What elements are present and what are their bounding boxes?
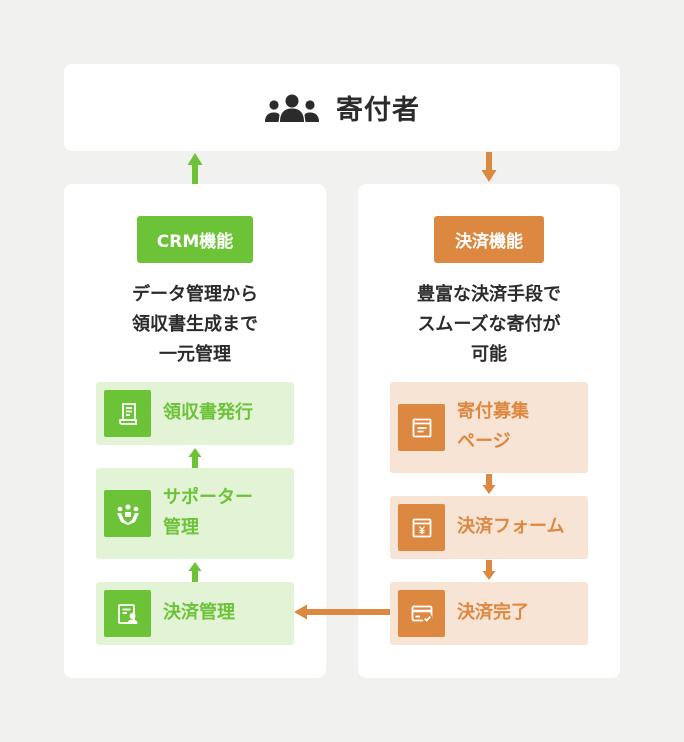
arrow-left-to-crm (294, 604, 390, 620)
crm-desc-line: データ管理から (132, 284, 258, 305)
donation-page-item: 寄付募集 ページ (390, 382, 588, 473)
arrow-up-small (188, 562, 202, 582)
payment-complete-label: 決済完了 (457, 602, 529, 623)
arrow-down-small (482, 560, 496, 580)
receipt-icon (104, 390, 151, 437)
crm-badge: CRM機能 (137, 216, 253, 263)
supporter-management-label-2: 管理 (163, 517, 199, 538)
payment-desc-line: 可能 (471, 344, 507, 365)
payment-management-label: 決済管理 (163, 602, 235, 623)
supporter-management-label-1: サポーター (163, 487, 253, 508)
payment-desc-line: スムーズな寄付が (417, 314, 561, 335)
payment-card: 決済機能 豊富な決済手段で スムーズな寄付が 可能 寄付募集 ページ 決済フォー (358, 184, 620, 678)
payment-form-item: 決済フォーム (390, 496, 588, 559)
crm-description: データ管理から 領収書生成まで 一元管理 (64, 280, 326, 370)
arrow-up-to-donor (187, 153, 203, 184)
crm-desc-line: 一元管理 (159, 344, 231, 365)
crm-desc-line: 領収書生成まで (132, 314, 258, 335)
crm-card: CRM機能 データ管理から 領収書生成まで 一元管理 領収書発行 (64, 184, 326, 678)
payment-badge: 決済機能 (434, 216, 544, 263)
payment-form-icon (398, 504, 445, 551)
arrow-down-small (482, 474, 496, 494)
donation-page-icon (398, 404, 445, 451)
donor-card: 寄付者 (64, 64, 620, 151)
payment-desc-line: 豊富な決済手段で (417, 284, 561, 305)
payment-management-icon (104, 590, 151, 637)
donation-page-label-2: ページ (457, 431, 511, 452)
people-icon (264, 93, 320, 123)
receipt-issuance-label: 領収書発行 (163, 402, 253, 423)
payment-form-label: 決済フォーム (457, 516, 565, 537)
donor-title: 寄付者 (336, 95, 420, 126)
payment-complete-icon (398, 590, 445, 637)
payment-complete-item: 決済完了 (390, 582, 588, 645)
arrow-up-small (188, 448, 202, 468)
supporters-icon (104, 490, 151, 537)
donation-page-label-1: 寄付募集 (457, 401, 529, 422)
supporter-management-item: サポーター 管理 (96, 468, 294, 559)
receipt-issuance-item: 領収書発行 (96, 382, 294, 445)
payment-management-item: 決済管理 (96, 582, 294, 645)
arrow-down-from-donor (481, 152, 497, 182)
payment-description: 豊富な決済手段で スムーズな寄付が 可能 (358, 280, 620, 370)
